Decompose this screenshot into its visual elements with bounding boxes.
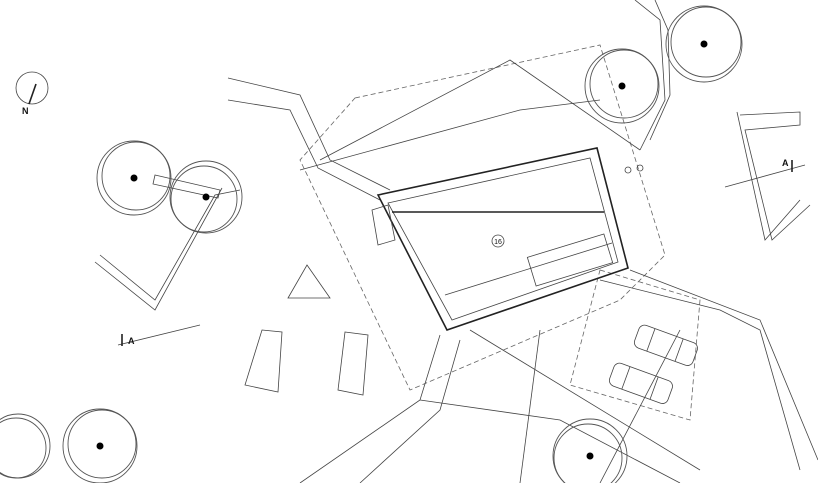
planter [287, 264, 331, 299]
north-arrow: N [15, 71, 49, 116]
section-marker-left: A [117, 324, 201, 346]
tree [0, 413, 51, 479]
planter [244, 329, 283, 393]
tree [62, 408, 138, 483]
tree [96, 140, 172, 216]
landscape-lines [94, 0, 818, 483]
parking-boundary [569, 269, 701, 421]
tree [665, 5, 743, 83]
svg-text:A: A [782, 158, 789, 168]
planter [337, 331, 369, 396]
svg-text:A: A [128, 336, 135, 346]
north-label: N [22, 106, 29, 116]
car [608, 362, 673, 404]
car [633, 324, 698, 366]
section-marker-right: A [724, 158, 806, 188]
tree [169, 160, 243, 234]
trees [0, 5, 743, 483]
room-number: 16 [494, 239, 502, 246]
room-marker [491, 234, 505, 248]
tree [552, 418, 628, 483]
building: 16 [371, 147, 644, 331]
tree [584, 48, 660, 124]
property-boundary [299, 44, 666, 391]
